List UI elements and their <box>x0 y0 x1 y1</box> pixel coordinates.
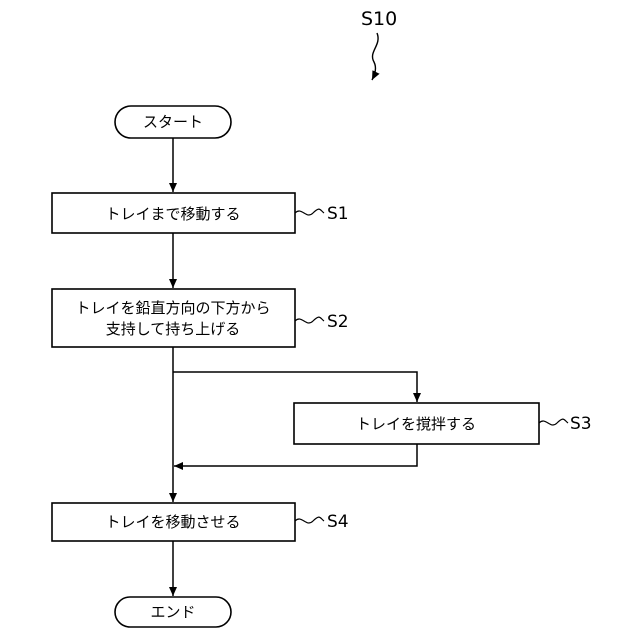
arrow-s3-return <box>174 444 417 466</box>
arrow-branch-to-s3 <box>173 372 417 402</box>
step-s3-leader <box>539 419 568 425</box>
step-s2-box <box>52 289 295 347</box>
step-s1-leader <box>295 209 324 215</box>
step-s2-text-line1: トレイを鉛直方向の下方から <box>75 299 270 317</box>
step-s2-text-line2: 支持して持ち上げる <box>106 320 241 338</box>
step-s4-leader <box>295 517 324 523</box>
figure-label-pointer <box>372 33 378 80</box>
step-s2-label: S2 <box>327 312 349 332</box>
step-s1-text: トレイまで移動する <box>105 205 240 223</box>
step-s3-label: S3 <box>570 414 592 434</box>
start-terminal-label: スタート <box>143 113 203 131</box>
step-s4-text: トレイを移動させる <box>105 513 240 531</box>
step-s3-text: トレイを撹拌する <box>356 415 476 433</box>
step-s1-label: S1 <box>327 204 349 224</box>
end-terminal-label: エンド <box>150 603 195 621</box>
step-s2-leader <box>295 317 324 323</box>
figure-label: S10 <box>361 8 397 30</box>
step-s4-label: S4 <box>327 512 349 532</box>
